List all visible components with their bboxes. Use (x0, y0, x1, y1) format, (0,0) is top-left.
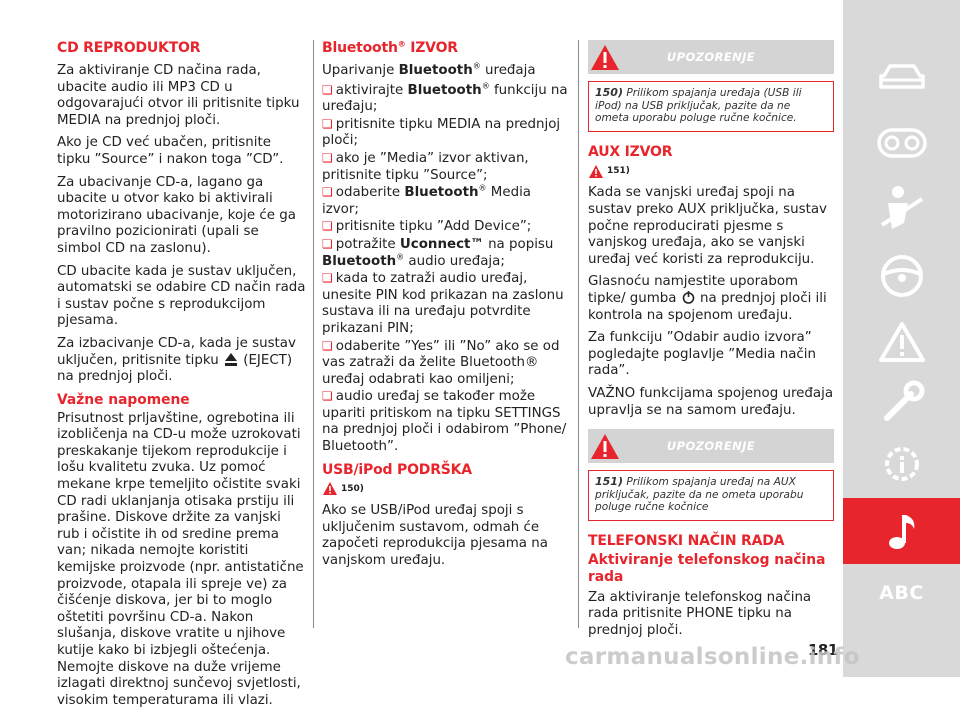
section-title-cd: CD REPRODUKTOR (57, 40, 201, 56)
warning-box-body: 150) Prilikom spajanja uređaja (USB ili … (588, 81, 834, 132)
music-note-icon[interactable] (843, 498, 960, 564)
list-item: ❏odaberite ”Yes” ili ”No” ako se od vas … (322, 338, 560, 387)
chapter-sidebar: ABC (843, 0, 960, 677)
column-cd-player: CD REPRODUKTOR Za aktiviranje CD načina … (57, 40, 307, 715)
warning-triangle-icon (591, 434, 619, 460)
column-aux: UPOZORENJE 150) Prilikom spajanja uređaj… (588, 40, 834, 646)
warning-box-header: UPOZORENJE (588, 429, 834, 464)
paragraph: Za aktiviranje CD načina rada, ubacite a… (57, 63, 300, 128)
warning-box-header: UPOZORENJE (588, 40, 834, 74)
section-title-aux: AUX IZVOR (588, 143, 673, 160)
list-item: ❏pritisnite tipku ”Add Device”; (322, 219, 532, 235)
checkbox-bullet-icon: ❏ (322, 116, 333, 131)
warning-triangle-icon (589, 164, 603, 178)
warning-triangle-icon (323, 482, 337, 496)
paragraph-volume: Glasnoću namjestite uporabom tipke/ gumb… (588, 274, 827, 323)
column-divider (313, 40, 314, 628)
paragraph: CD ubacite kada je sustav uključen, auto… (57, 263, 306, 329)
list-item: Bluetooth® audio uređaja; (322, 252, 505, 269)
paragraph: Ako je CD već ubačen, pritisnite tipku ”… (57, 135, 284, 167)
section-title-usb: USB/iPod PODRŠKA (322, 461, 472, 478)
list-item: ❏potražite Uconnect™ na popisu (322, 236, 554, 252)
list-item: ❏odaberite Bluetooth® Media izvor; (322, 183, 532, 217)
section-title-bluetooth: Bluetooth® IZVOR (322, 39, 458, 56)
checkbox-bullet-icon: ❏ (322, 389, 333, 404)
paragraph: Kada se vanjski uređaj spoji na sustav p… (588, 185, 827, 267)
seatbelt-icon[interactable] (843, 180, 960, 236)
list-item: ❏pritisnite tipku MEDIA na prednjoj ploč… (322, 116, 561, 149)
list-item: ❏aktivirajte Bluetooth® funkciju na uređ… (322, 81, 568, 115)
column-divider (578, 40, 579, 628)
list-item: ❏audio uređaj se također može upariti pr… (322, 389, 567, 455)
warning-reference: 150) (323, 481, 568, 498)
steering-wheel-icon[interactable] (843, 248, 960, 304)
power-knob-icon (682, 290, 695, 304)
column-bluetooth: Bluetooth® IZVOR Uparivanje Bluetooth® u… (322, 40, 568, 576)
wrench-icon[interactable] (843, 375, 960, 431)
warning-triangle-icon[interactable] (843, 314, 960, 370)
paragraph-usb: Ako se USB/iPod uređaj spoji s uključeni… (322, 503, 548, 569)
paragraph-notes: Prisutnost prljavštine, ogrebotina ili i… (57, 410, 304, 708)
list-item: ❏kada to zatraži audio uređaj, unesite P… (322, 271, 564, 336)
checkbox-bullet-icon: ❏ (322, 150, 333, 165)
page-number: 181 (808, 641, 838, 659)
warning-triangle-icon (591, 45, 619, 70)
paragraph: VAŽNO funkcijama spojenog uređaja upravl… (588, 385, 834, 418)
abc-label[interactable]: ABC (879, 582, 924, 604)
section-title-phone: TELEFONSKI NAČIN RADA (588, 532, 785, 549)
warning-reference: 151) (589, 163, 834, 180)
list-item: ❏ako je ”Media” izvor aktivan, pritisnit… (322, 150, 529, 183)
dashboard-icon[interactable] (843, 118, 960, 168)
checkbox-bullet-icon: ❏ (322, 82, 333, 97)
checkbox-bullet-icon: ❏ (322, 271, 333, 286)
paragraph-pairing: Uparivanje Bluetooth® uređaja (322, 61, 536, 78)
paragraph: Za funkciju ”Odabir audio izvora” pogled… (588, 330, 816, 379)
paragraph: Za aktiviranje telefonskog načina rada p… (588, 589, 812, 639)
paragraph-eject: Za izbacivanje CD-a, kada je sustav uklj… (57, 335, 296, 385)
car-icon[interactable] (843, 52, 960, 102)
checkbox-bullet-icon: ❏ (322, 219, 333, 234)
paragraph: Za ubacivanje CD-a, lagano ga ubacite u … (57, 174, 296, 256)
pairing-steps-list: ❏aktivirajte Bluetooth® funkciju na uređ… (322, 82, 568, 456)
checkbox-bullet-icon: ❏ (322, 338, 333, 353)
subsection-title-notes: Važne napomene (57, 391, 190, 408)
subsection-title-phone: Aktiviranje telefonskog načina rada (588, 551, 826, 585)
gear-info-icon[interactable] (843, 436, 960, 492)
checkbox-bullet-icon: ❏ (322, 185, 333, 200)
eject-icon (224, 352, 237, 366)
warning-box-body: 151) Prilikom spajanja uređaj na AUX pri… (588, 470, 834, 521)
checkbox-bullet-icon: ❏ (322, 236, 333, 251)
watermark: carmanualsonline.info (565, 644, 860, 670)
